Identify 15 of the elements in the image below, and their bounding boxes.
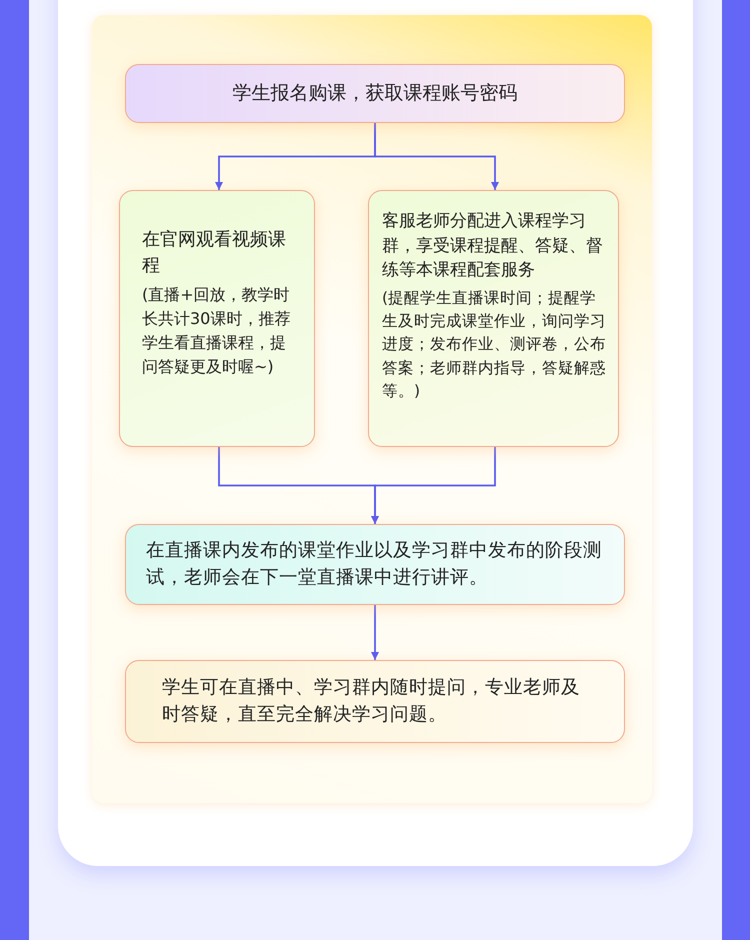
step-box	[368, 190, 619, 447]
step-text: 学生可在直播中、学习群内随时提问，专业老师及时答疑，直至完全解决学习问题。	[162, 676, 581, 726]
step-text: 在直播课内发布的课堂作业以及学习群中发布的阶段测试，老师会在下一堂直播课中进行讲评。	[146, 538, 603, 590]
arrow	[374, 123, 499, 190]
step-text: 在官网观看视频课程	[142, 228, 287, 278]
step-text: 学生报名购课，获取课程账号密码	[232, 80, 518, 106]
note-text: (直播+回放，教学时长共计30课时，推荐学生看直播课程，提问答疑更及时喔~)	[142, 284, 292, 378]
step-text: 客服老师分配进入课程学习群，享受课程提醒、答疑、督练等本课程配套服务	[382, 210, 604, 282]
arrow	[371, 447, 496, 524]
step-box	[125, 660, 625, 743]
note-text: (提醒学生直播课时间；提醒学生及时完成课堂作业，询问学习进度；发布作业、测评卷，公布答案；老师群内指导，答疑解惑等。)	[382, 288, 606, 402]
step-box	[119, 190, 315, 447]
arrow	[371, 605, 379, 660]
step-box	[125, 524, 625, 605]
step-box	[125, 64, 625, 123]
